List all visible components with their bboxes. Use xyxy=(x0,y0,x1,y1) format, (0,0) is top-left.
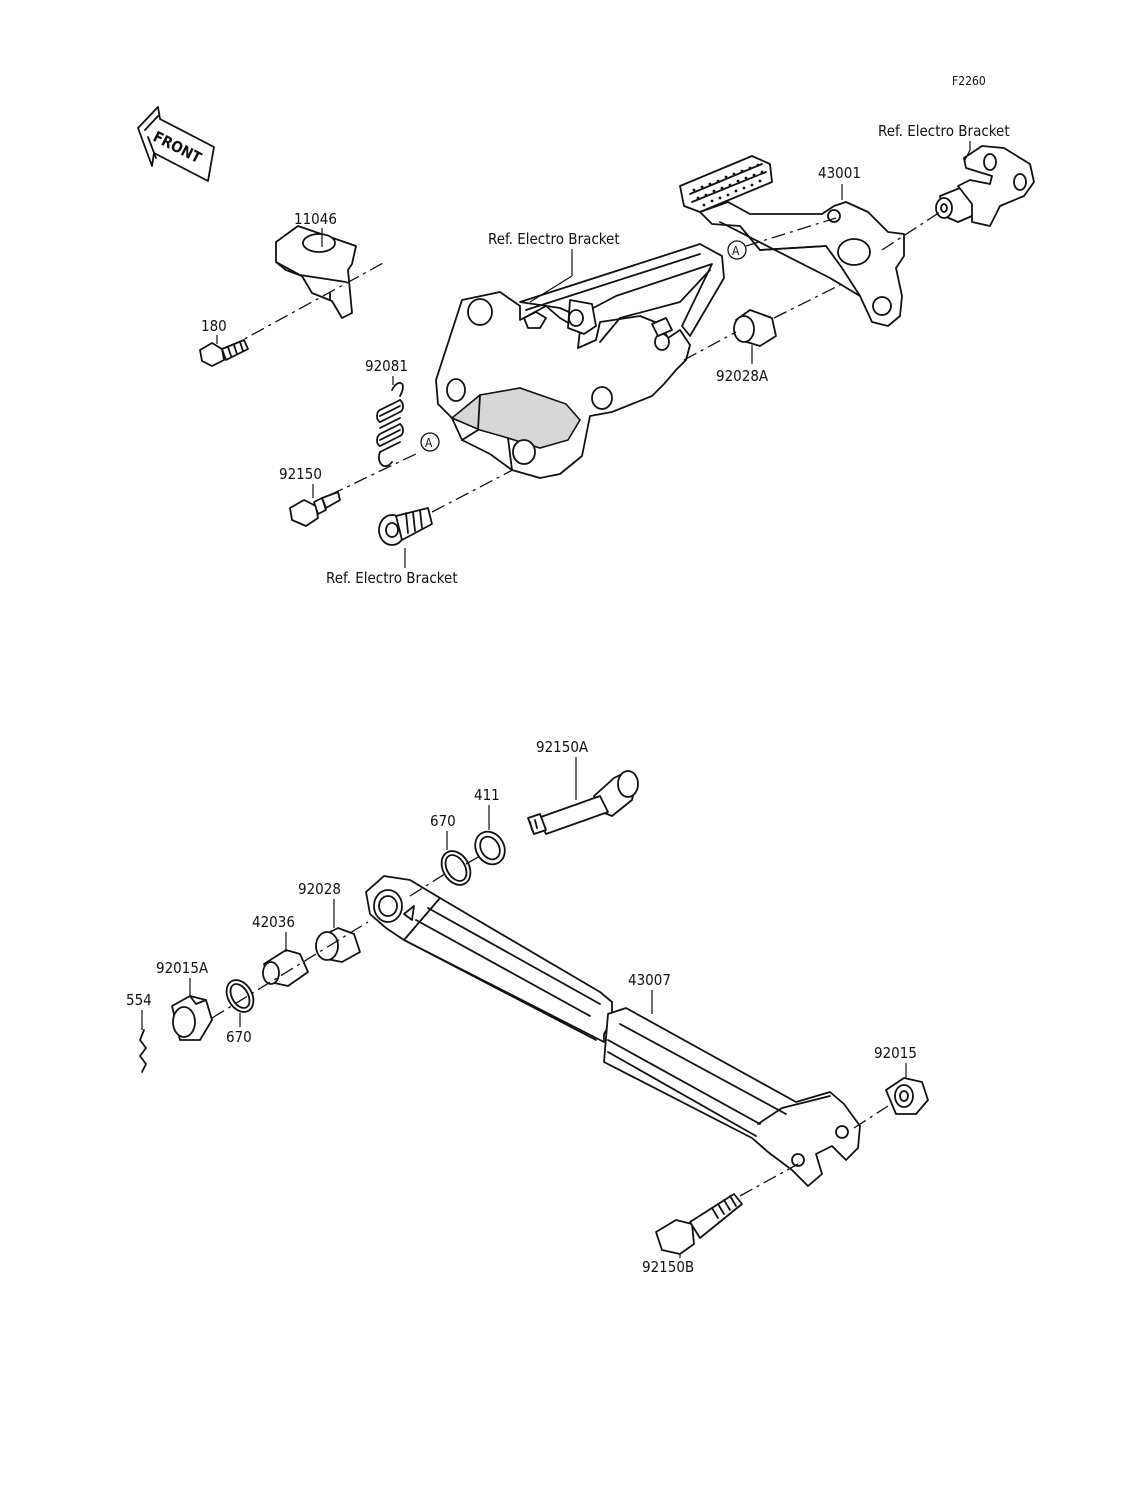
ref-marker-a-right: A xyxy=(732,244,740,258)
bolt-180 xyxy=(199,339,249,367)
nut-92015A xyxy=(171,995,213,1041)
label-92015: 92015 xyxy=(874,1044,917,1062)
label-43001: 43001 xyxy=(818,164,861,182)
label-92150B: 92150B xyxy=(642,1258,694,1276)
label-11046: 11046 xyxy=(294,210,337,228)
label-92081: 92081 xyxy=(365,357,408,375)
circlip-670-bottom xyxy=(225,979,255,1013)
clip-11046 xyxy=(227,225,386,349)
washer-411 xyxy=(474,830,506,866)
label-180: 180 xyxy=(201,317,227,335)
bushing-92028 xyxy=(315,927,361,963)
label-670-top: 670 xyxy=(430,812,456,830)
bracket-pin xyxy=(378,507,433,546)
nut-92015 xyxy=(885,1077,929,1115)
spring-92081 xyxy=(376,382,404,467)
bolt-92150 xyxy=(289,491,341,527)
front-arrow-icon: FRONT xyxy=(137,106,215,182)
label-43007: 43007 xyxy=(628,971,671,989)
label-ref-bracket-bottom: Ref. Electro Bracket xyxy=(326,569,458,587)
label-670-bottom: 670 xyxy=(226,1028,252,1046)
label-92150A: 92150A xyxy=(536,738,589,756)
collar-42036 xyxy=(262,949,309,987)
brake-pedal-43001 xyxy=(679,155,905,327)
bushing-92028A xyxy=(733,309,777,347)
label-92028A: 92028A xyxy=(716,367,769,385)
label-ref-bracket-right: Ref. Electro Bracket xyxy=(878,122,1010,140)
ref-marker-a-left: A xyxy=(425,436,433,450)
bolt-92150B xyxy=(655,1193,743,1255)
cotter-pin-554 xyxy=(139,1029,147,1073)
label-42036: 42036 xyxy=(252,913,295,931)
label-ref-bracket-top: Ref. Electro Bracket xyxy=(488,230,620,248)
footpeg-bracket xyxy=(435,243,725,479)
label-92028: 92028 xyxy=(298,880,341,898)
label-92150: 92150 xyxy=(279,465,322,483)
figure-code: F2260 xyxy=(952,74,986,88)
label-92015A: 92015A xyxy=(156,959,209,977)
bracket-right xyxy=(935,145,1035,227)
label-411: 411 xyxy=(474,786,500,804)
circlip-670-top xyxy=(440,850,472,886)
label-554: 554 xyxy=(126,991,152,1009)
bolt-92150A xyxy=(527,770,639,835)
brake-rod-43007 xyxy=(365,875,861,1187)
